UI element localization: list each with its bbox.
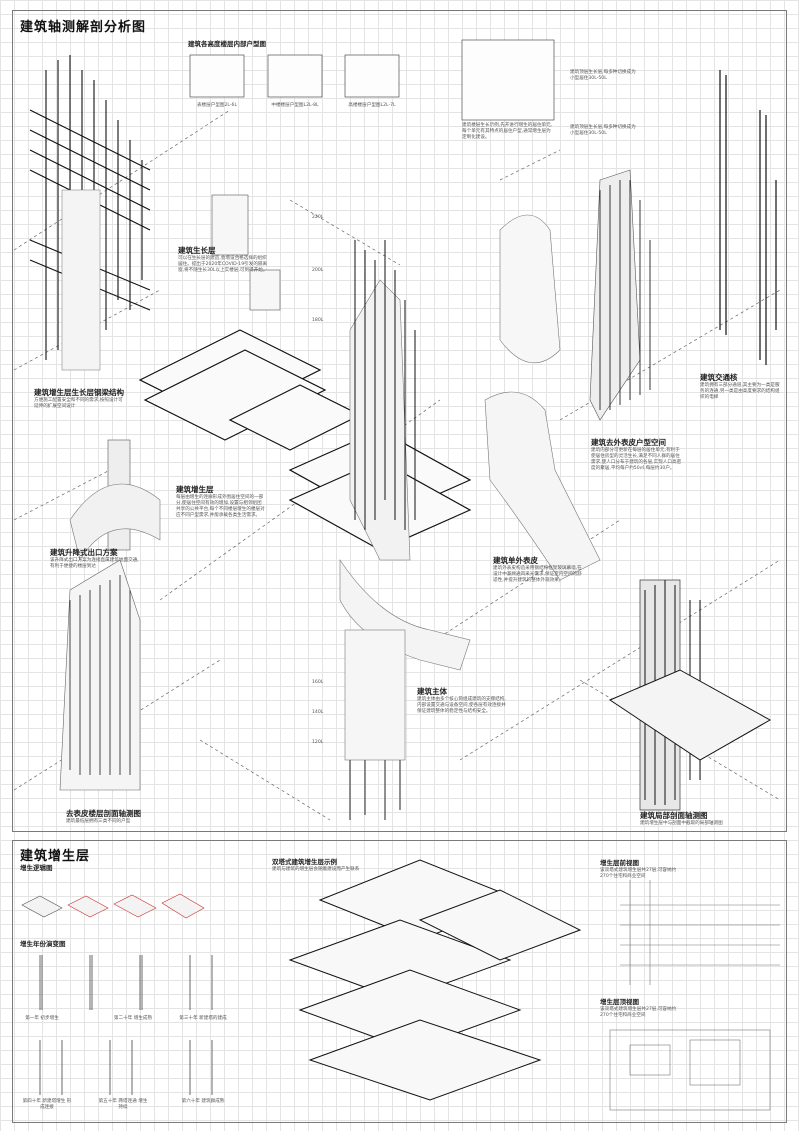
growth-layer-block: [211, 194, 249, 256]
evolution-caption: 第三十年 新建塔的建成: [179, 1016, 227, 1021]
growth-panel: [12, 840, 787, 1123]
height-marker: 160L: [312, 680, 324, 685]
growth-layer2-label: 建筑增生层: [176, 485, 214, 494]
facade-section-desc: 建筑最低层拥有三类不同的户型: [66, 819, 131, 824]
skin-shell-lower: [484, 391, 601, 581]
body-desc: 建筑主体由多个核心筒组成建筑的支撑结构,内部设置交通与设备空间,使各层有效连接并…: [417, 697, 506, 714]
plan-desc-right-top: 建筑顶层生长层,每多种切换成为小型居住30L-50L: [570, 70, 636, 81]
structure-desc: 方便施工配置安全和不同的需求,按照设计可延伸的扩展空间设计: [34, 398, 123, 409]
section-axon-desc: 建筑增生层中与剖面中截取的局部轴测图: [640, 821, 723, 826]
exit-tower: [69, 439, 161, 561]
skin-desc: 建筑外表皮构造采用钢结构框架玻璃幕墙,在设计中兼顾通风采光需求,保证室内空间的舒…: [493, 566, 582, 583]
height-marker: 120L: [312, 740, 324, 745]
floor-plates-center: [138, 329, 472, 551]
twin-desc: 建筑与建筑的增生层会随着建设而产生联系: [272, 867, 360, 872]
section-axon-label: 建筑局部剖面轴测图: [640, 811, 708, 820]
central-tower: [339, 240, 471, 820]
traffic-cores: [719, 70, 777, 365]
body-label: 建筑主体: [417, 687, 447, 696]
skin-shell-upper: [499, 214, 561, 364]
plan-caption-3: 高楼楼层户型图L2L-7L: [348, 103, 396, 108]
plan-caption-2: 中楼楼层户型图L2L-8L: [271, 103, 319, 108]
facade-section-label: 去表皮楼层剖面轴测图: [66, 809, 141, 818]
front-view-sketch: [620, 880, 780, 985]
front-view-desc: 该双塔式建筑增生层共27层,可容纳约270个住宅和商业空间: [600, 868, 677, 879]
growth-layer-desc: 可以在生长层的建造,会增设合格选择的组织居住。提出于2020年COVID-19引…: [178, 256, 268, 273]
evolution-label: 增生年份演变图: [20, 940, 66, 948]
growth-layer2-desc: 每层由增生的连廊形成外围居住空间的一部分,使居住空间有效的增加,设置与相邻组团共…: [176, 495, 265, 518]
front-view-label: 增生层前视图: [600, 859, 639, 867]
floor-plans-title: 建筑各高度楼层内部户型图: [188, 40, 266, 48]
core-left: [61, 189, 101, 371]
evolution-caption: 第一年 初步增生: [25, 1016, 59, 1021]
plan-desc-right-bottom: 建筑顶层生长层,每多种切换成为小型居住30L-50L: [570, 125, 636, 136]
evolution-caption: 第四十年 新建塔增生 形成连接: [22, 1099, 72, 1110]
section-axon-right: [608, 579, 772, 811]
growth-title: 建筑增生层: [20, 849, 91, 864]
floor-plan-thumbnails: [189, 39, 555, 121]
logic-label: 增生逻辑图: [20, 864, 53, 872]
top-view-desc: 该双塔式建筑增生层共27层,可容纳约270个住宅和商业空间: [600, 1007, 677, 1018]
structure-label: 建筑增生层生长层钢梁结构: [34, 388, 124, 397]
evolution-caption: 第五十年 两塔连通 增生持续: [98, 1099, 148, 1110]
unit-tower-right: [589, 169, 651, 421]
top-view-sketch: [609, 1029, 771, 1111]
height-marker: 200L: [312, 268, 324, 273]
exit-label: 建筑升降式出口方案: [50, 548, 118, 557]
twin-label: 双塔式建筑增生层示例: [272, 858, 337, 866]
skin-unit-label: 建筑去外表皮户型空间: [591, 438, 666, 447]
axonometric-title: 建筑轴测解剖分析图: [20, 20, 147, 35]
height-marker: 220L: [312, 215, 324, 220]
evolution-caption: 第二十年 增生成熟: [113, 1016, 153, 1021]
growth-layer-block-2: [249, 269, 281, 311]
plan-desc-mid: 建筑楼层生长示例,先开进行增生的居住单元,每个单元有其特点的居住户型,通常增生层…: [462, 123, 553, 140]
skin-unit-desc: 建筑内部分可更新在每层的居住单元,有利于使居住房型的灵活生长,满足不同人群的居住…: [591, 448, 682, 471]
plan-caption-1: 表楼层户型图2L-6L: [196, 103, 238, 108]
skin-label: 建筑单外表皮: [493, 556, 538, 565]
twin-growth-cluster: [288, 859, 582, 1101]
traffic-desc: 建筑拥有三部分通道,其主要为一类是服务的连通,另一类是由高度要求的结构组织的电梯: [700, 383, 780, 400]
height-marker: 140L: [312, 710, 324, 715]
exit-desc: 该升降式出口方案为连接直属建筑地面交通,有利于便捷的楼层到达: [50, 558, 139, 569]
evolution-caption: 第六十年 建筑群成熟: [181, 1099, 225, 1104]
evolution-towers: [39, 955, 213, 1095]
top-view-label: 增生层顶视图: [600, 998, 639, 1006]
height-marker: 180L: [312, 318, 324, 323]
traffic-label: 建筑交通核: [700, 373, 738, 382]
axonometric-panel: [12, 10, 787, 832]
logic-diagram: [21, 893, 205, 919]
growth-layer-label: 建筑生长层: [178, 246, 216, 255]
facade-section-tower: [59, 559, 141, 791]
